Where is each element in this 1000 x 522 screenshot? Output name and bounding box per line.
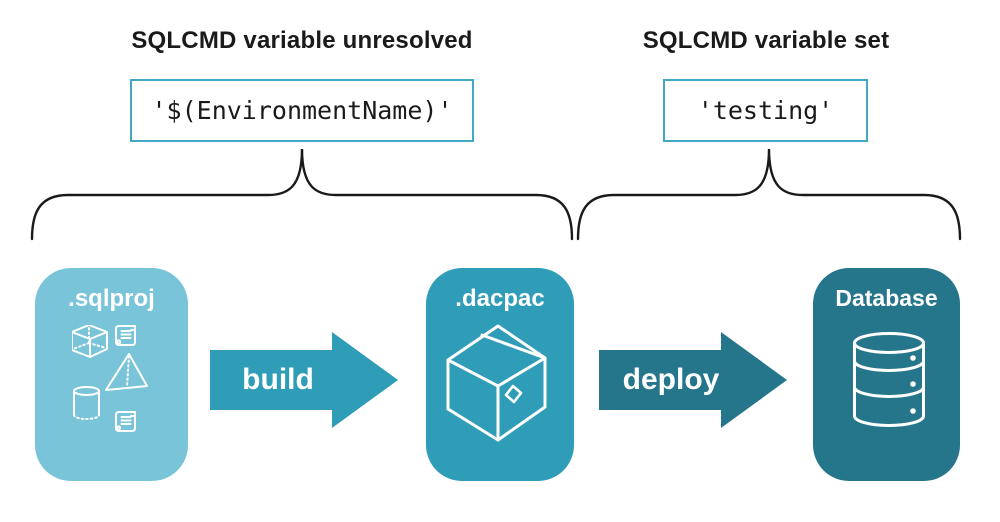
deploy-arrow-icon	[599, 332, 787, 428]
build-arrow-icon	[210, 332, 398, 428]
build-arrow-label: build	[242, 363, 314, 396]
right-brace-icon	[576, 148, 962, 241]
set-variable-heading: SQLCMD variable set	[642, 27, 890, 54]
left-brace-icon	[30, 148, 574, 241]
stage-dacpac-label: .dacpac	[455, 285, 545, 312]
database-cylinder-icon	[853, 332, 925, 427]
sql-objects-icon	[72, 325, 148, 432]
stage-database-card: Database	[813, 268, 960, 481]
deploy-arrow-label: deploy	[622, 363, 720, 396]
package-icon	[446, 324, 547, 442]
set-variable-code: 'testing'	[697, 96, 834, 125]
set-variable-codebox: 'testing'	[663, 79, 868, 142]
unresolved-variable-code: '$(EnvironmentName)'	[151, 96, 453, 125]
stage-database-label: Database	[835, 285, 938, 311]
unresolved-variable-heading: SQLCMD variable unresolved	[131, 27, 473, 54]
stage-sqlproj-card: .sqlproj	[35, 268, 188, 481]
stage-dacpac-card: .dacpac	[426, 268, 574, 481]
stage-sqlproj-label: .sqlproj	[68, 285, 155, 312]
unresolved-variable-codebox: '$(EnvironmentName)'	[130, 79, 474, 142]
